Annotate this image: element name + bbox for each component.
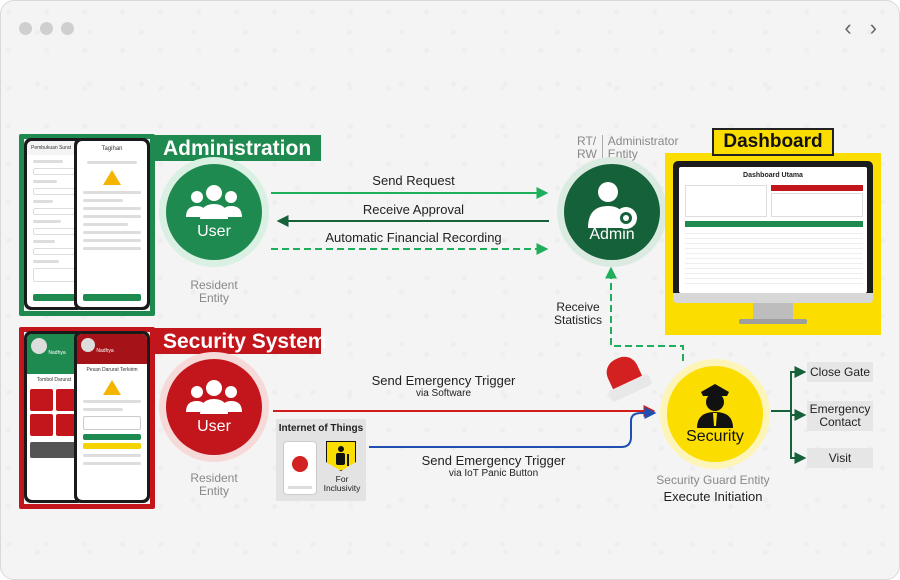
warning-icon [103, 170, 121, 185]
label-emergency-software-sub: via Software [415, 388, 472, 399]
user-red-caption: Resident Entity [179, 472, 249, 498]
guard-icon [697, 384, 733, 428]
iot-box: Internet of Things For Inclusivity [276, 419, 366, 501]
phone-screen-title: Tombol Darurat [36, 377, 72, 383]
user-node-label: User [197, 418, 231, 435]
label-emergency-iot: Send Emergency Trigger via IoT Panic But… [406, 453, 581, 479]
arrow-close-gate [771, 366, 807, 412]
action-emergency-contact[interactable]: Emergency Contact [807, 401, 873, 431]
arrow-emergency-iot [369, 407, 657, 448]
action-emergency-contact-label-1: Emergency [809, 402, 871, 416]
admin-gear-icon [588, 182, 637, 229]
arrow-receive-statistics [605, 266, 684, 361]
user-node-red[interactable]: User [166, 359, 262, 455]
user-green-caption-2: Entity [198, 291, 229, 305]
arrow-visit [790, 411, 807, 464]
label-emergency-software: Send Emergency Trigger via Software [356, 373, 531, 399]
monitor-base [739, 319, 807, 324]
user-green-caption: Resident Entity [179, 279, 249, 305]
users-icon [186, 380, 242, 414]
phone-screen-title: Pembukuan Surat [27, 141, 81, 155]
dashboard-screen-title: Dashboard Utama [743, 172, 803, 179]
inclusivity-label-2: Inclusivity [323, 483, 361, 493]
phone-admin-right: Tagihan [74, 138, 150, 310]
inclusivity-label-1: For [335, 474, 349, 484]
phone-security-right: Nadhya Pesan Darurat Terkirim [74, 331, 150, 503]
action-close-gate[interactable]: Close Gate [807, 362, 873, 382]
user-green-caption-1: Resident [190, 278, 238, 292]
phone-screen-title: Tagihan [101, 146, 123, 152]
user-node-green[interactable]: User [166, 164, 262, 260]
admin-caption-b2: Entity [607, 147, 638, 161]
monitor-stand [753, 303, 793, 321]
users-icon [186, 185, 242, 219]
back-arrow-icon[interactable]: ‹ [844, 15, 852, 40]
administration-frame [19, 134, 155, 316]
admin-caption-b1: Administrator [607, 134, 679, 148]
security-caption: Security Guard Entity [656, 473, 770, 487]
user-red-caption-1: Resident [190, 471, 238, 485]
avatar [81, 338, 95, 352]
monitor-chin [673, 293, 873, 303]
action-emergency-contact-label-2: Contact [819, 415, 861, 429]
label-receive-approval: Receive Approval [362, 202, 465, 217]
inclusivity-label: For Inclusivity [320, 475, 364, 493]
admin-node[interactable]: Admin [564, 164, 660, 260]
user-node-label: User [197, 223, 231, 240]
dashboard-title: Dashboard [712, 128, 834, 156]
label-send-request: Send Request [372, 173, 455, 188]
window-controls [19, 22, 74, 35]
monitor: Dashboard Utama [673, 161, 873, 299]
security-node[interactable]: Security [667, 366, 763, 462]
security-frame [19, 327, 155, 509]
nav-arrows: ‹ › [844, 17, 877, 39]
security-node-label: Security [686, 428, 744, 445]
window-dot-close[interactable] [19, 22, 32, 35]
warning-icon [103, 380, 121, 395]
admin-node-label: Admin [589, 226, 635, 243]
user-red-caption-2: Entity [198, 484, 229, 498]
action-visit[interactable]: Visit [807, 448, 873, 468]
label-emergency-iot-sub: via IoT Panic Button [448, 468, 539, 479]
label-receive-statistics-2: Statistics [553, 313, 602, 327]
user-name: Nadhya [96, 348, 114, 354]
window-dot-minimize[interactable] [40, 22, 53, 35]
panic-button-icon [283, 441, 317, 495]
iot-title: Internet of Things [278, 423, 364, 434]
label-emergency-software-main: Send Emergency Trigger [371, 373, 516, 388]
label-receive-statistics: Receive Statistics [547, 301, 609, 327]
phone-screen-title: Pesan Darurat Terkirim [86, 367, 138, 373]
administration-title: Administration [153, 135, 321, 161]
label-auto-recording: Automatic Financial Recording [325, 230, 502, 245]
execute-initiation: Execute Initiation [663, 489, 763, 504]
admin-caption-a2: RW [577, 147, 597, 161]
action-close-gate-label: Close Gate [809, 364, 871, 379]
user-name: Nadhya [48, 350, 66, 356]
admin-caption-a1: RT/ [577, 134, 597, 148]
window-dot-maximize[interactable] [61, 22, 74, 35]
label-receive-statistics-1: Receive [556, 300, 600, 314]
forward-arrow-icon[interactable]: › [869, 15, 877, 40]
action-visit-label: Visit [828, 450, 852, 465]
label-emergency-iot-main: Send Emergency Trigger [421, 453, 566, 468]
security-system-title: Security System [153, 328, 326, 354]
avatar [31, 338, 47, 354]
inclusivity-sign-icon [326, 441, 356, 471]
